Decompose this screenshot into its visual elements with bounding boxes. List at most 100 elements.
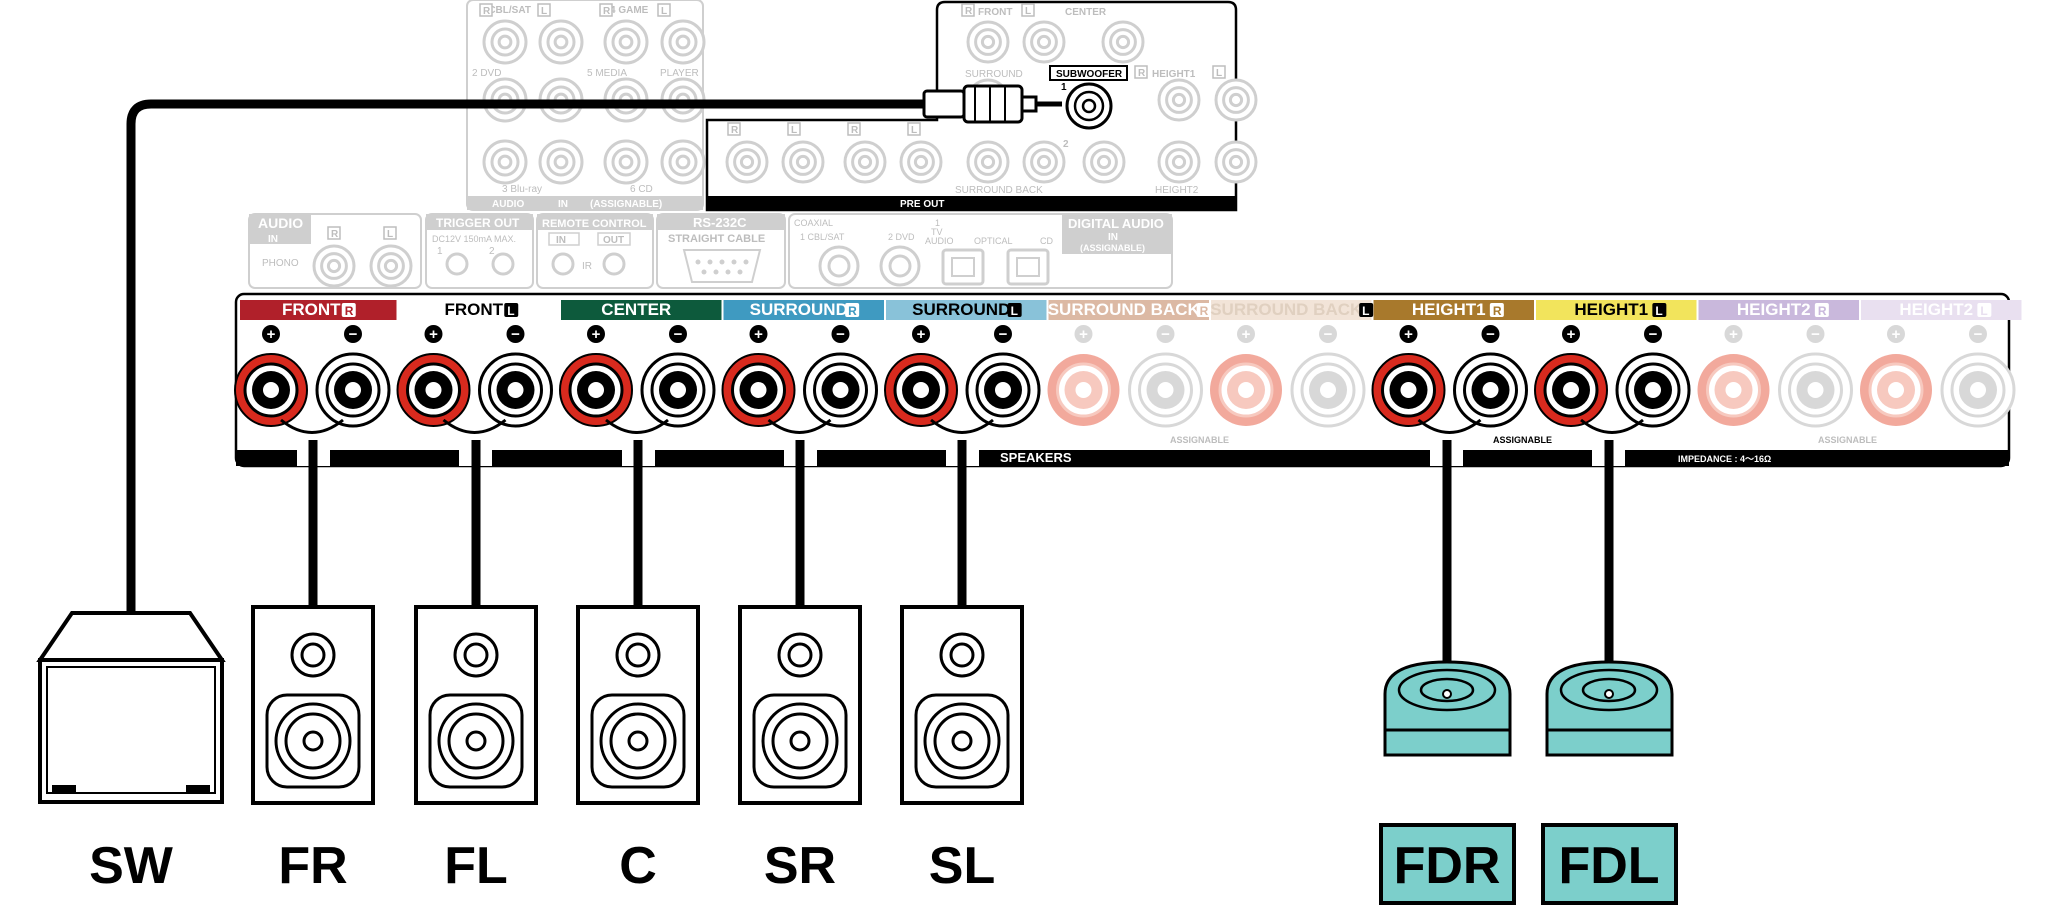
speaker-labels: SW FR FL C SR SL FDR FDL	[89, 823, 1678, 905]
analog-input-jack	[482, 139, 528, 185]
optical-1-label: 1	[935, 218, 940, 228]
phono-label: PHONO	[262, 258, 299, 269]
pre-out-jack	[1157, 140, 1201, 184]
assignable-label-right: ASSIGNABLE	[1818, 435, 1877, 445]
analog-row1-label-b: 4 GAME	[610, 5, 649, 16]
pre-out-jack	[966, 20, 1010, 64]
analog-footer-in: IN	[558, 199, 568, 210]
floor-speaker-icon	[738, 605, 862, 805]
optical-tv-label: TV	[931, 227, 943, 237]
speaker-terminal-pair: +−	[721, 325, 878, 434]
svg-text:R: R	[731, 125, 739, 136]
speaker-channel-label: HEIGHT2	[1737, 300, 1811, 319]
digital-audio-title: DIGITAL AUDIO	[1068, 216, 1164, 231]
analog-input-jack	[603, 19, 649, 65]
pre-out-jack	[1101, 20, 1145, 64]
pre-out-jack	[1022, 140, 1066, 184]
speaker-side-badge: L	[1655, 304, 1662, 318]
speaker-side-badge: R	[1493, 304, 1502, 318]
preout-l-badge: L	[1021, 3, 1035, 17]
plus-sign: +	[1892, 326, 1901, 343]
svg-text:L: L	[661, 6, 667, 17]
floor-speaker-icon	[576, 605, 700, 805]
preout-height1-label: HEIGHT1	[1152, 69, 1196, 80]
speaker-side-badge: R	[1200, 304, 1209, 318]
analog-row1-label-a: 1 CBL/SAT	[480, 5, 531, 16]
minus-sign: −	[511, 326, 520, 343]
speaker-channel-label: CENTER	[601, 300, 671, 319]
minus-sign: −	[836, 326, 845, 343]
analog-l-badge: L	[657, 3, 671, 17]
preout-l-badge: L	[1212, 65, 1226, 79]
preout-l-badge: L	[907, 122, 921, 136]
svg-text:L: L	[387, 229, 393, 240]
preout-r-badge: R	[961, 3, 975, 17]
floor-speaker-icon	[900, 605, 1024, 805]
speaker-side-badge: L	[1011, 304, 1018, 318]
remote-out-label: OUT	[603, 235, 624, 246]
minus-sign: −	[674, 326, 683, 343]
speaker-terminal-pair: +−	[396, 325, 553, 434]
analog-row3-label-a: 3 Blu-ray	[502, 184, 542, 195]
pre-out-jack	[1214, 78, 1258, 122]
analog-row2-label-c: PLAYER	[660, 68, 699, 79]
speaker-cables	[126, 84, 1614, 662]
speakers-bar-label: SPEAKERS	[1000, 450, 1072, 465]
optical-audio-label: AUDIO	[925, 236, 954, 246]
speaker-side-badge: R	[848, 304, 857, 318]
speaker-channel-label: SURROUND BACK	[1048, 300, 1201, 319]
analog-input-jack	[538, 139, 584, 185]
plus-sign: +	[267, 326, 276, 343]
svg-text:R: R	[965, 6, 973, 17]
label-sr: SR	[764, 837, 836, 895]
svg-text:L: L	[1025, 6, 1031, 17]
pre-out-jack	[966, 140, 1010, 184]
subwoofer-2-label: 2	[1063, 139, 1069, 150]
analog-l-badge: L	[537, 3, 551, 17]
dolby-speaker-fdr-icon	[1383, 660, 1512, 757]
speaker-side-badge: R	[345, 304, 354, 318]
analog-r-badge: R	[599, 3, 613, 17]
speaker-side-badge: L	[1362, 304, 1369, 318]
analog-r-badge: R	[479, 3, 493, 17]
speaker-terminal-pair: +−	[234, 325, 391, 434]
subwoofer-pre-out-jack	[1065, 82, 1113, 130]
label-fdr: FDR	[1394, 837, 1501, 895]
remote-ir-label: IR	[582, 261, 592, 272]
speaker-channel-header: CENTER	[561, 300, 722, 320]
optical-cd-label: CD	[1040, 236, 1053, 246]
pre-out-jack	[1082, 140, 1126, 184]
plus-sign: +	[1079, 326, 1088, 343]
speaker-channel-label: SURROUND	[750, 300, 848, 319]
rs232c-sub: STRAIGHT CABLE	[668, 233, 765, 245]
audio-in-title: AUDIO	[258, 215, 303, 231]
svg-text:L: L	[791, 125, 797, 136]
phono-l-jack	[369, 244, 413, 288]
svg-text:R: R	[1138, 68, 1146, 79]
assignable-label-left: ASSIGNABLE	[1170, 435, 1229, 445]
label-fr: FR	[278, 837, 347, 895]
minus-sign: −	[1974, 326, 1983, 343]
subwoofer-1-label: 1	[1061, 82, 1067, 93]
preout-front-label: FRONT	[978, 7, 1012, 18]
subwoofer-speaker-icon	[36, 611, 226, 804]
speaker-channel-header: HEIGHT2 R	[1698, 300, 1859, 320]
preout-r-badge: R	[1134, 65, 1148, 79]
plus-sign: +	[754, 326, 763, 343]
plus-sign: +	[592, 326, 601, 343]
audio-in-sub: IN	[268, 234, 278, 245]
svg-text:R: R	[851, 125, 859, 136]
phono-r-jack	[312, 244, 356, 288]
plus-sign: +	[1242, 326, 1251, 343]
speaker-side-badge: L	[507, 304, 514, 318]
speaker-side-badge: R	[1818, 304, 1827, 318]
minus-sign: −	[349, 326, 358, 343]
pre-out-jack	[781, 140, 825, 184]
minus-sign: −	[999, 326, 1008, 343]
coaxial-label: COAXIAL	[794, 218, 833, 228]
